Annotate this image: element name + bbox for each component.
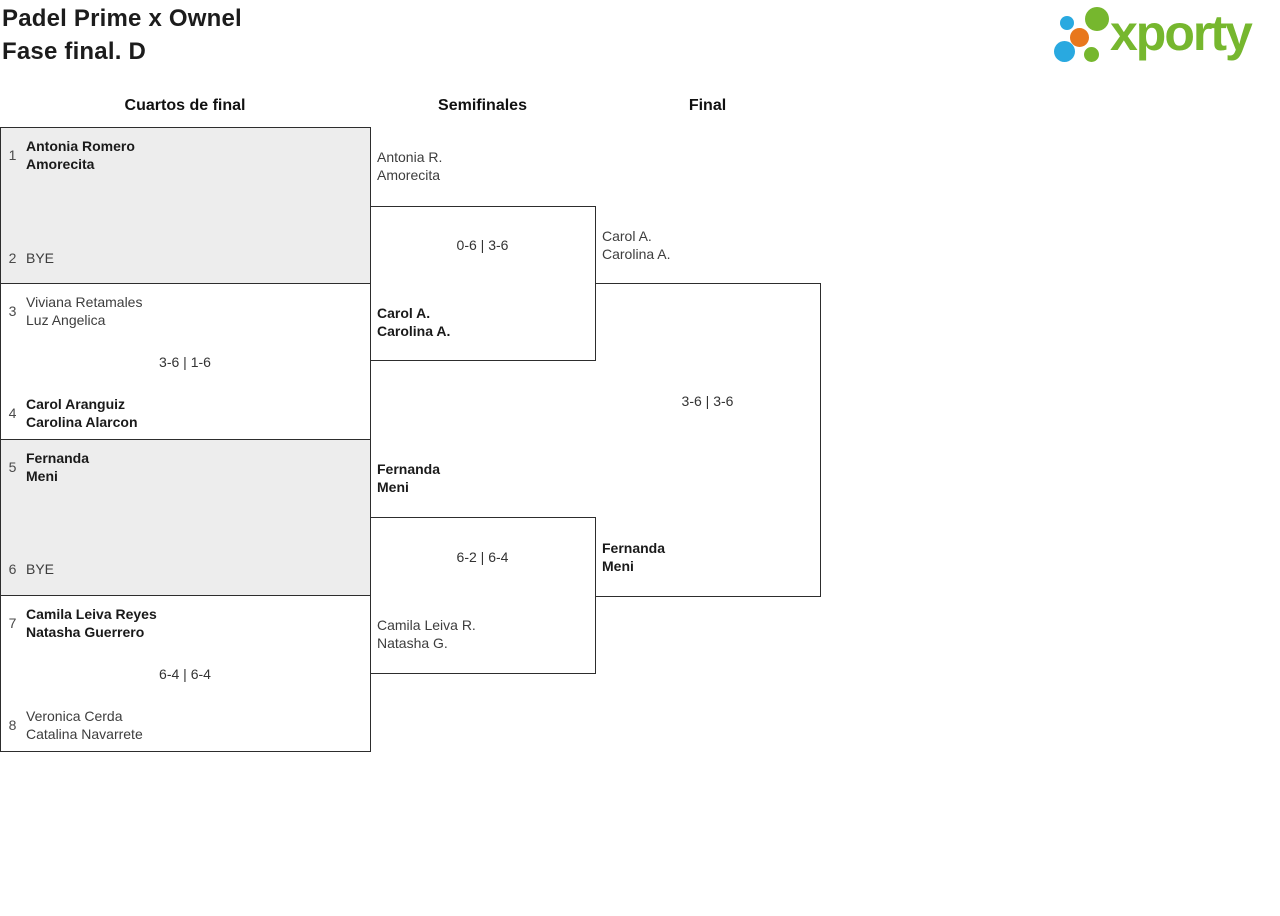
seed-number: 6 bbox=[8, 561, 17, 577]
sf2-score: 6-2 | 6-4 bbox=[456, 549, 509, 565]
logo-wordmark: xporty bbox=[1110, 5, 1253, 61]
final-top-participant: Carol A. Carolina A. bbox=[602, 227, 670, 263]
qf2-score: 3-6 | 1-6 bbox=[159, 354, 211, 370]
xporty-logo bbox=[1048, 0, 1278, 72]
final-match-box bbox=[595, 283, 821, 597]
logo-dot-blue-small-icon bbox=[1060, 16, 1074, 30]
seed-number: 8 bbox=[8, 717, 17, 733]
participant-name-line2: Meni bbox=[377, 479, 409, 495]
participant-name-line2: Carolina A. bbox=[377, 323, 451, 339]
tournament-name: Padel Prime x Ownel bbox=[2, 5, 242, 32]
sf1-top-participant: Antonia R. Amorecita bbox=[377, 148, 442, 184]
seed-number: 4 bbox=[8, 405, 17, 421]
participant-name-line2: Carolina A. bbox=[602, 246, 671, 262]
seed-number: 2 bbox=[8, 250, 17, 266]
participant-name-line2: Amorecita bbox=[377, 167, 441, 183]
qf1-bottom-participant: 2 BYE bbox=[4, 249, 54, 267]
seed-number: 7 bbox=[8, 615, 17, 631]
participant-name-line2: Carolina Alarcon bbox=[26, 414, 138, 430]
participant-name-line2: Meni bbox=[26, 468, 58, 484]
participant-name-line1: Antonia R. bbox=[377, 149, 443, 165]
round-header-quarterfinals: Cuartos de final bbox=[124, 97, 246, 114]
sf1-bottom-participant: Carol A. Carolina A. bbox=[377, 304, 450, 340]
participant-name-line2: Amorecita bbox=[26, 156, 95, 172]
participant-name-line1: Camila Leiva Reyes bbox=[26, 606, 157, 622]
phase-name: Fase final. D bbox=[2, 38, 146, 65]
participant-name-line2: Catalina Navarrete bbox=[26, 726, 143, 742]
seed-number: 1 bbox=[8, 147, 17, 163]
sf1-score: 0-6 | 3-6 bbox=[456, 237, 509, 253]
participant-name-line1: Antonia Romero bbox=[26, 138, 135, 154]
qf4-top-participant: 7 Camila Leiva Reyes Natasha Guerrero bbox=[4, 605, 157, 641]
participant-name-line1: Camila Leiva R. bbox=[377, 617, 476, 633]
logo-dot-orange-icon bbox=[1070, 28, 1089, 47]
participant-name-line2: Natasha G. bbox=[377, 635, 448, 651]
participant-name-line1: Veronica Cerda bbox=[26, 708, 123, 724]
participant-name-line1: Viviana Retamales bbox=[26, 294, 143, 310]
qf3-top-participant: 5 Fernanda Meni bbox=[4, 449, 89, 485]
qf1-top-participant: 1 Antonia Romero Amorecita bbox=[4, 137, 135, 173]
sf2-bottom-participant: Camila Leiva R. Natasha G. bbox=[377, 616, 476, 652]
qf4-score: 6-4 | 6-4 bbox=[159, 666, 211, 682]
logo-dot-green-small-icon bbox=[1084, 47, 1099, 62]
qf-match-4-box bbox=[0, 595, 371, 752]
qf3-bottom-participant: 6 BYE bbox=[4, 560, 54, 578]
sf-match-2-box bbox=[370, 517, 596, 674]
logo-dot-green-large-icon bbox=[1085, 7, 1109, 31]
seed-number: 3 bbox=[8, 303, 17, 319]
sf2-top-participant: Fernanda Meni bbox=[377, 460, 440, 496]
participant-name-line2: Luz Angelica bbox=[26, 312, 106, 328]
round-header-final: Final bbox=[688, 97, 727, 114]
participant-name-line1: Carol Aranguiz bbox=[26, 396, 126, 412]
round-header-semifinals: Semifinales bbox=[438, 97, 527, 114]
participant-name-line1: Fernanda bbox=[26, 450, 90, 466]
page-title: Padel Prime x Ownel Fase final. D bbox=[2, 2, 242, 68]
participant-name-line1: Carol A. bbox=[377, 305, 431, 321]
participant-name-line1: BYE bbox=[26, 561, 55, 577]
participant-name-line1: BYE bbox=[26, 250, 55, 266]
participant-name-line2: Meni bbox=[602, 558, 634, 574]
final-bottom-participant: Fernanda Meni bbox=[602, 539, 665, 575]
qf4-bottom-participant: 8 Veronica Cerda Catalina Navarrete bbox=[4, 707, 143, 743]
final-score: 3-6 | 3-6 bbox=[681, 393, 734, 409]
qf2-bottom-participant: 4 Carol Aranguiz Carolina Alarcon bbox=[4, 395, 138, 431]
participant-name-line1: Fernanda bbox=[377, 461, 441, 477]
logo-dot-blue-large-icon bbox=[1054, 41, 1075, 62]
participant-name-line2: Natasha Guerrero bbox=[26, 624, 145, 640]
seed-number: 5 bbox=[8, 459, 17, 475]
participant-name-line1: Carol A. bbox=[602, 228, 652, 244]
qf-match-2-box bbox=[0, 283, 371, 440]
participant-name-line1: Fernanda bbox=[602, 540, 666, 556]
qf2-top-participant: 3 Viviana Retamales Luz Angelica bbox=[4, 293, 143, 329]
